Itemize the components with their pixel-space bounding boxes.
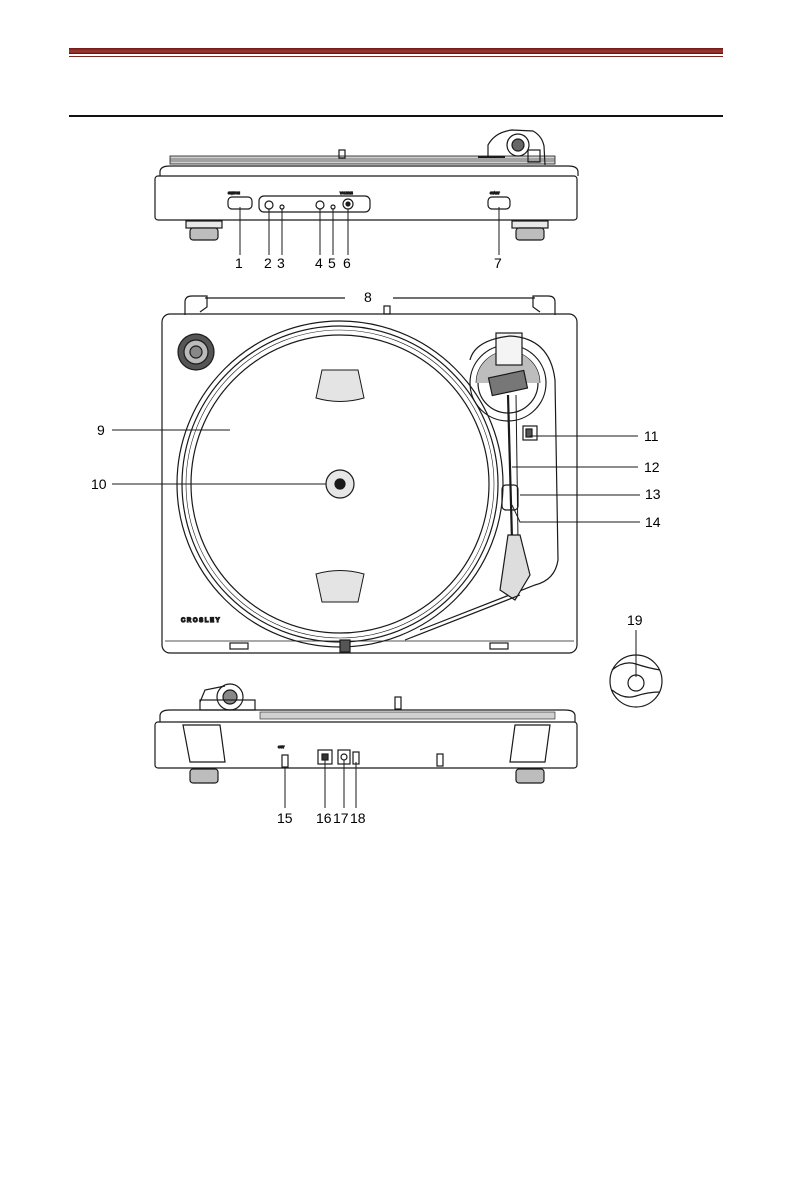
svg-text:SWITCH: SWITCH [228, 191, 240, 195]
callout-10: 10 [91, 476, 107, 492]
callout-3: 3 [277, 255, 285, 271]
callout-numbers: 1 2 3 4 5 6 7 8 9 10 11 12 13 14 19 15 1… [91, 255, 661, 826]
callout-14: 14 [645, 514, 661, 530]
callout-15: 15 [277, 810, 293, 826]
top-view: CROSLEY [162, 296, 577, 653]
callout-1: 1 [235, 255, 243, 271]
back-view: OUT [155, 684, 577, 783]
callout-11: 11 [644, 428, 659, 444]
callout-16: 16 [316, 810, 332, 826]
callout-6: 6 [343, 255, 351, 271]
callout-12: 12 [644, 459, 660, 475]
callout-17: 17 [333, 810, 349, 826]
svg-text:START: START [490, 191, 500, 195]
svg-text:VOLUME: VOLUME [340, 191, 353, 195]
callout-4: 4 [315, 255, 323, 271]
svg-text:OUT: OUT [278, 745, 285, 749]
front-view: SWITCH VOLUME START [155, 130, 578, 240]
callout-18: 18 [350, 810, 366, 826]
callout-2: 2 [264, 255, 272, 271]
callout-7: 7 [494, 255, 502, 271]
callout-5: 5 [328, 255, 336, 271]
callout-19: 19 [627, 612, 643, 628]
callout-13: 13 [645, 486, 661, 502]
brand-logo: CROSLEY [181, 618, 221, 624]
callout-9: 9 [97, 422, 105, 438]
callout-8: 8 [364, 289, 372, 305]
